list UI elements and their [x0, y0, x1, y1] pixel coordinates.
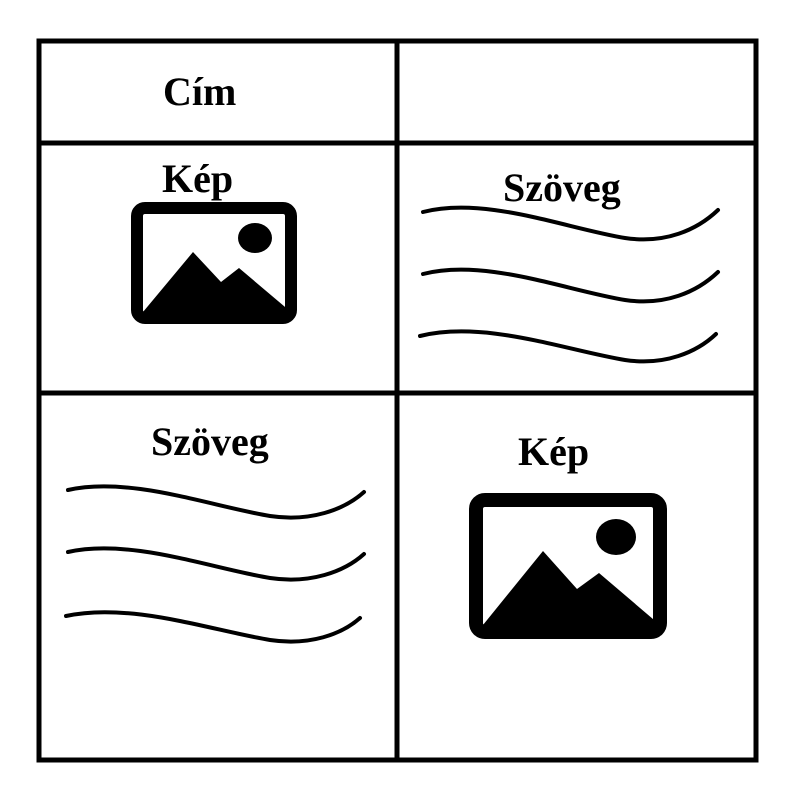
bottom-left-label: Szöveg: [151, 419, 269, 464]
wavy-lines-icon: [418, 205, 720, 364]
bottom-right-label: Kép: [518, 429, 590, 474]
picture-icon: [131, 202, 297, 324]
picture-icon: [469, 493, 667, 639]
top-left-label: Kép: [162, 156, 234, 201]
page-title: Cím: [163, 69, 237, 114]
wavy-lines-icon: [64, 484, 366, 644]
top-right-label: Szöveg: [503, 165, 621, 210]
